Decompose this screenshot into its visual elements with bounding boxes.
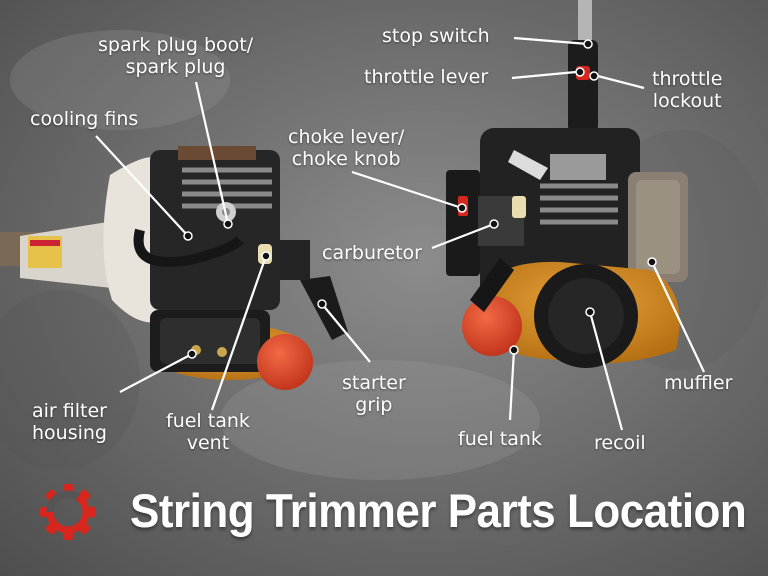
dot-carburetor [489,219,499,229]
leader-choke [351,170,463,210]
label-recoil: recoil [594,432,646,454]
left-engine-image [0,146,348,390]
dot-spark-plug [223,219,233,229]
label-fuel-tank: fuel tank [458,428,542,450]
red-gear-logo [40,484,96,540]
label-muffler: muffler [664,372,733,394]
leader-air-filter [119,353,193,393]
leader-fuel-tank [508,349,516,421]
leader-cooling-fins [95,135,189,237]
label-spark-plug-boot: spark plug boot/ spark plug [98,34,254,78]
dot-air-filter [187,349,197,359]
leader-throttle-lever [511,70,577,80]
dot-stop-switch [583,39,593,49]
leader-carburetor [431,222,495,250]
leader-lines [95,36,705,431]
dot-throttle-lockout [589,71,599,81]
leader-fuel-tank-vent [210,255,268,411]
leader-spark-plug [194,81,230,225]
dot-choke [457,203,467,213]
label-air-filter-housing: air filter housing [32,400,107,444]
label-throttle-lever: throttle lever [364,66,489,88]
leader-throttle-lockout [589,72,645,90]
dot-muffler [647,257,657,267]
dot-fuel-tank [509,345,519,355]
leader-end-dots [183,39,657,359]
right-engine-image [446,0,688,368]
dot-fuel-tank-vent [261,251,271,261]
label-choke-lever: choke lever/ choke knob [288,126,405,170]
label-fuel-tank-vent: fuel tank vent [166,410,250,454]
label-cooling-fins: cooling fins [30,108,139,130]
dot-recoil [585,307,595,317]
label-carburetor: carburetor [322,242,422,264]
leader-stop-switch [513,36,589,46]
dot-throttle-lever [575,67,585,77]
dot-cooling-fins [183,231,193,241]
leader-muffler [651,261,705,373]
dot-starter-grip [317,299,327,309]
page-title: String Trimmer Parts Location [130,485,747,538]
label-starter-grip: starter grip [342,372,406,416]
label-stop-switch: stop switch [382,25,490,47]
leader-starter-grip [321,303,371,363]
label-throttle-lockout: throttle lockout [652,68,723,112]
leader-recoil [588,311,624,431]
